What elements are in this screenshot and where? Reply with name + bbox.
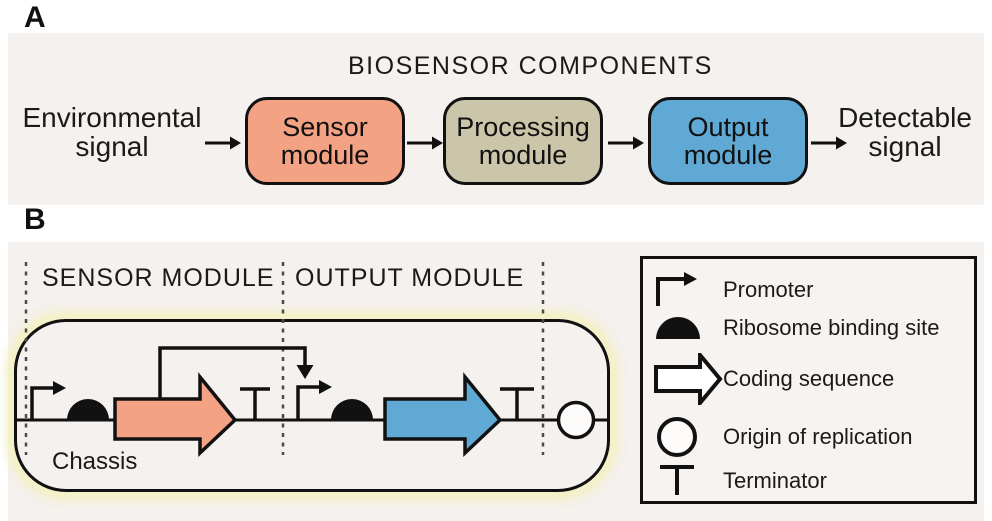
origin-of-replication-icon <box>556 400 596 440</box>
terminator-sensor-icon <box>240 387 270 420</box>
terminator-icon <box>660 465 694 495</box>
sensor-module-box: Sensor module <box>245 97 405 185</box>
sensor-module-section-title: SENSOR MODULE <box>42 264 275 292</box>
ori-icon <box>657 417 697 457</box>
promoter-icon <box>656 272 697 306</box>
promoter-output-icon <box>296 380 332 420</box>
panel-a-title: BIOSENSOR COMPONENTS <box>348 52 713 80</box>
cds-sensor-arrow <box>113 372 238 458</box>
flow-arrow-icon <box>407 136 443 150</box>
cds-icon <box>654 353 723 405</box>
panel-b: SENSOR MODULE OUTPUT MODULE Chassis <box>8 242 984 521</box>
environmental-signal-label: Environmental signal <box>22 102 202 162</box>
rbs-icon <box>656 317 700 339</box>
legend-box: Promoter Ribosome binding site Coding se… <box>640 256 977 504</box>
panel-a: BIOSENSOR COMPONENTS Environmental signa… <box>8 33 984 205</box>
flow-arrow-icon <box>811 136 847 150</box>
cds-output-arrow <box>383 372 503 458</box>
genetic-circuit-diagram <box>14 262 610 458</box>
panel-a-label: A <box>24 1 46 34</box>
chassis-label: Chassis <box>52 448 138 475</box>
panel-b-label: B <box>24 203 46 236</box>
rbs-output-icon <box>331 399 373 420</box>
regulation-arrow <box>158 346 314 400</box>
terminator-output-icon <box>500 387 534 420</box>
detectable-signal-label: Detectable signal <box>838 102 972 162</box>
rbs-sensor-icon <box>67 399 109 420</box>
flow-arrow-icon <box>608 136 644 150</box>
output-module-section-title: OUTPUT MODULE <box>295 264 525 292</box>
chassis-outline <box>14 319 610 492</box>
promoter-sensor-icon <box>30 381 66 420</box>
flow-arrow-icon <box>205 136 241 150</box>
output-module-box: Output module <box>648 97 808 185</box>
processing-module-box: Processing module <box>443 97 603 185</box>
